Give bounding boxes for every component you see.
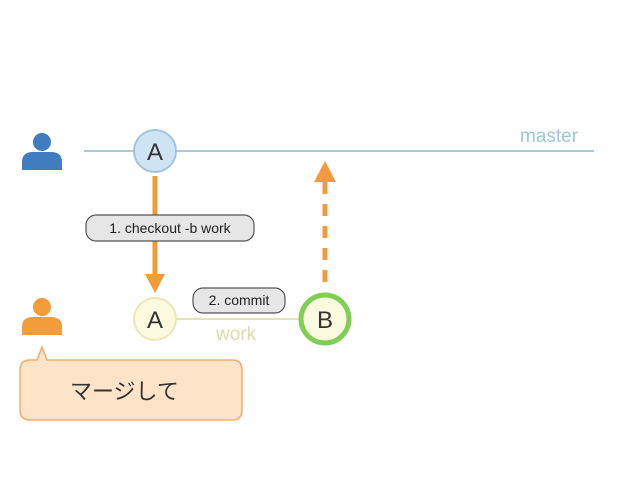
commit-label: B xyxy=(317,307,333,334)
merge-request-callout: マージして xyxy=(19,344,243,421)
step-1-label: 1. checkout -b work xyxy=(85,214,255,242)
commit-node-work-b: B xyxy=(298,292,352,346)
work-branch-label: work xyxy=(215,324,257,345)
commit-label: A xyxy=(147,307,163,334)
callout-text: マージして xyxy=(70,380,179,405)
svg-text:2. commit: 2. commit xyxy=(209,292,270,308)
master-branch-label: master xyxy=(520,126,579,147)
person-icon xyxy=(22,133,62,170)
commit-node-work-a: A xyxy=(133,297,177,341)
person-icon xyxy=(22,298,62,335)
svg-text:1. checkout -b work: 1. checkout -b work xyxy=(109,220,231,236)
merge-arrow xyxy=(314,161,336,282)
commit-node-master-a: A xyxy=(133,129,177,173)
commit-label: A xyxy=(147,139,163,166)
step-2-label: 2. commit xyxy=(192,287,286,314)
